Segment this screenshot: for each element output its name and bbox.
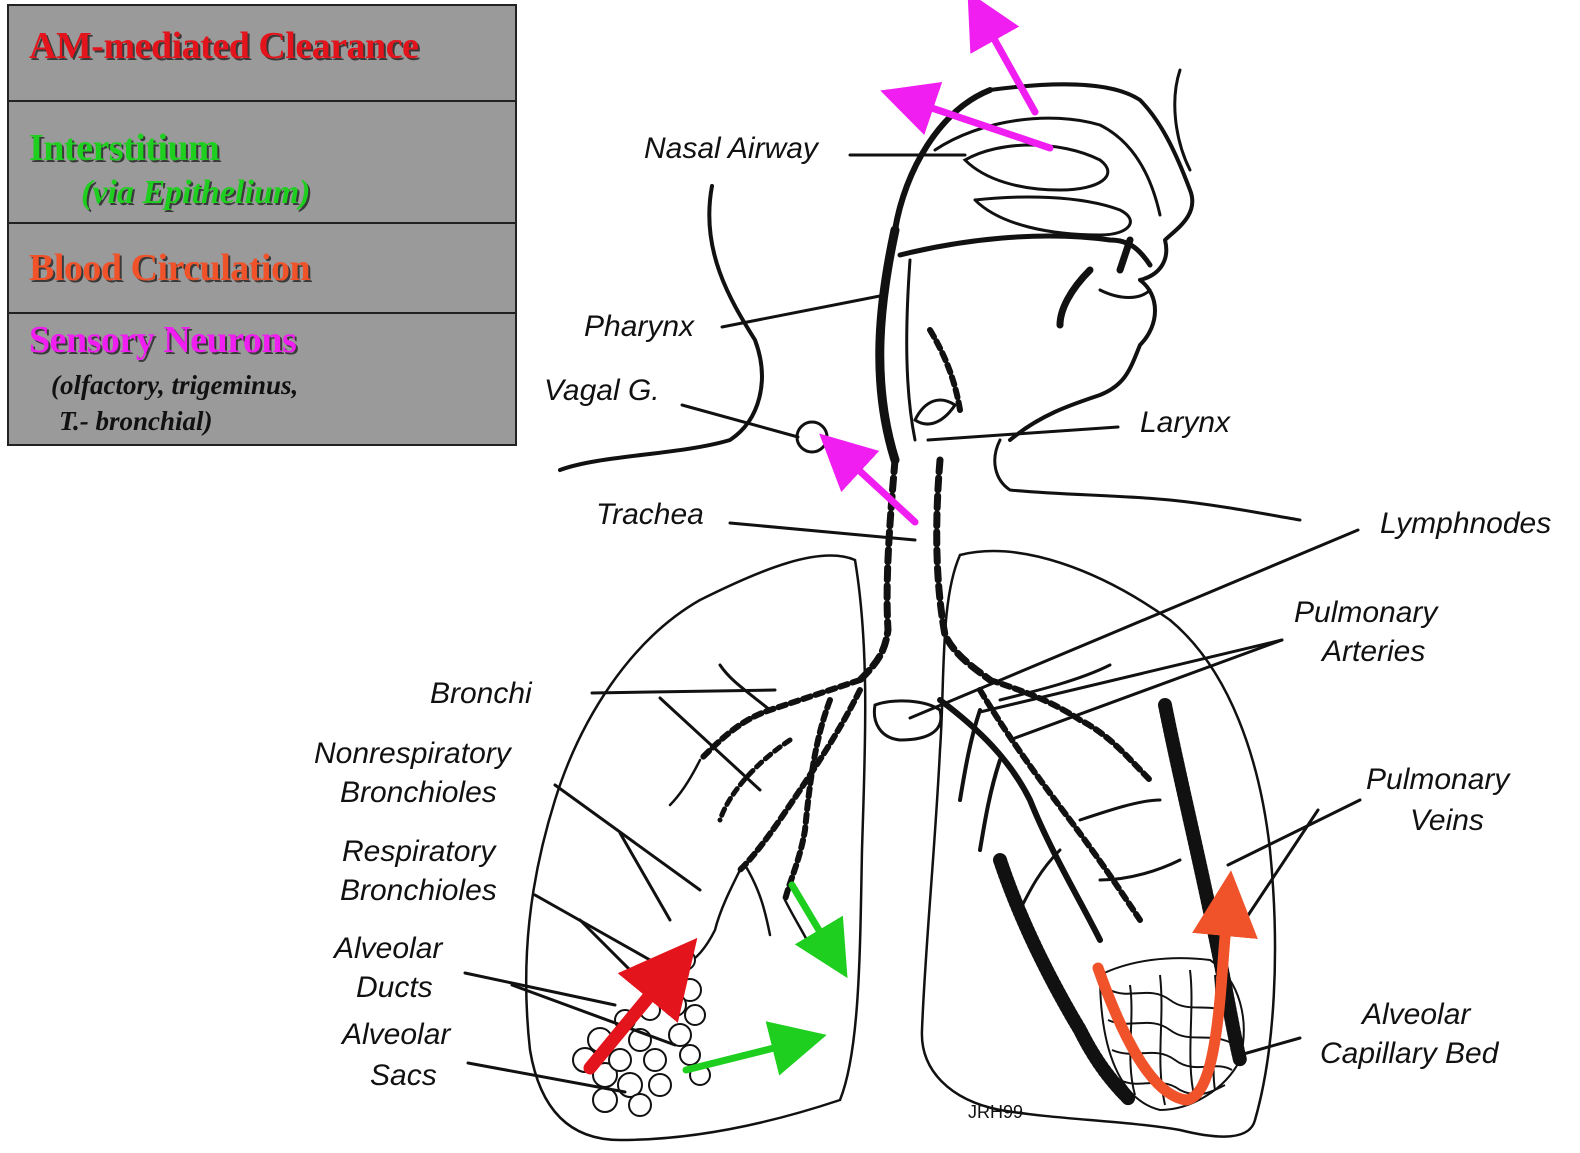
- label-nasal-airway: Nasal Airway: [644, 132, 820, 165]
- interstitium-arrow-upper: [792, 885, 826, 942]
- vagal-ganglion: [797, 422, 827, 452]
- sensory-arrow-vagal: [850, 462, 915, 522]
- artist-signature: JRH99: [968, 1102, 1023, 1122]
- label-alveolar-sacs-line2: Sacs: [370, 1059, 437, 1092]
- label-respiratory-line2: Bronchioles: [340, 874, 497, 907]
- sensory-arrow-up: [988, 28, 1035, 112]
- label-capillary-bed-line2: Capillary Bed: [1320, 1037, 1500, 1070]
- label-nonrespiratory-line1: Nonrespiratory: [314, 737, 513, 770]
- label-pulmonary-veins-line2: Veins: [1410, 804, 1484, 837]
- label-capillary-bed-line1: Alveolar: [1360, 998, 1471, 1031]
- label-pulmonary-veins-line1: Pulmonary: [1366, 763, 1511, 796]
- nasal-cavity: [895, 90, 1160, 325]
- label-nonrespiratory-line2: Bronchioles: [340, 776, 497, 809]
- right-bronchial-tree: [940, 665, 1180, 940]
- label-pulmonary-arteries-line2: Arteries: [1320, 635, 1425, 668]
- interstitium-arrow-lower: [686, 1045, 786, 1070]
- pharynx-larynx: [880, 230, 960, 460]
- label-pulmonary-arteries-line1: Pulmonary: [1294, 596, 1439, 629]
- label-larynx: Larynx: [1140, 406, 1231, 439]
- label-vagal-g: Vagal G.: [544, 374, 660, 407]
- left-bronchial-tree: [670, 665, 860, 965]
- label-alveolar-sacs-line1: Alveolar: [340, 1018, 451, 1051]
- pulmonary-vessels: [1000, 705, 1240, 1100]
- label-alveolar-ducts-line1: Alveolar: [332, 932, 443, 965]
- label-lymphnodes: Lymphnodes: [1380, 507, 1551, 540]
- label-pharynx: Pharynx: [584, 310, 695, 343]
- label-respiratory-line1: Respiratory: [342, 835, 497, 868]
- label-bronchi: Bronchi: [430, 677, 533, 710]
- label-trachea: Trachea: [596, 498, 704, 531]
- label-alveolar-ducts-line2: Ducts: [356, 971, 433, 1004]
- anatomy-labels: Nasal Airway Pharynx Vagal G. Larynx Tra…: [314, 132, 1551, 1122]
